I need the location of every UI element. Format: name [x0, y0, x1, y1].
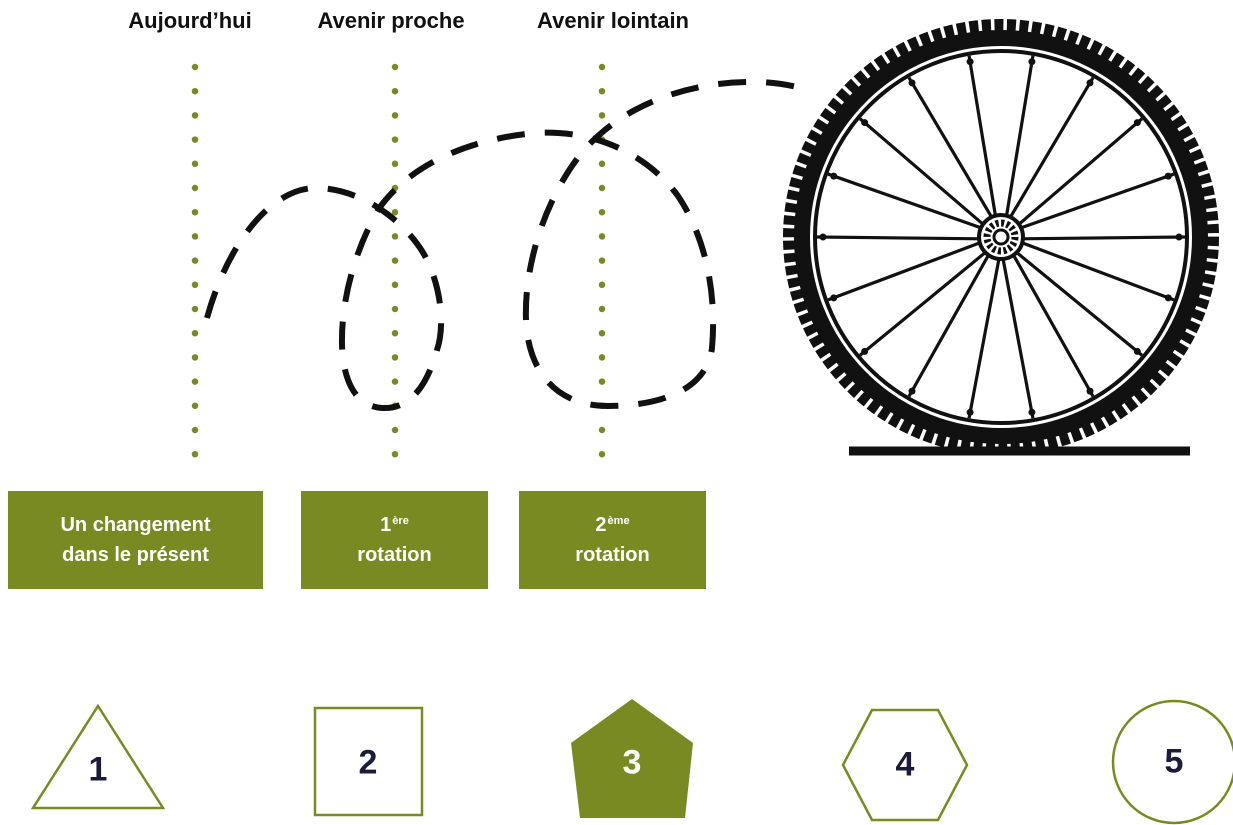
spoke-nipples	[819, 58, 1183, 416]
spoke-nipple	[830, 172, 838, 180]
hexagon-shape	[841, 708, 969, 822]
spoke-nipple	[966, 408, 974, 416]
tire	[794, 30, 1208, 444]
wheel-spoke	[967, 256, 1001, 419]
bicycle-wheel-icon	[783, 19, 1219, 456]
circle-shape	[1111, 699, 1233, 825]
wheel-spoke	[907, 76, 994, 220]
wheel-spoke	[1020, 235, 1186, 241]
spoke-nipple	[1086, 387, 1094, 395]
box-second-rotation-number: 2	[595, 514, 607, 536]
spoke-nipple	[1133, 119, 1141, 127]
spoke-nipple	[1086, 79, 1094, 87]
box-present-change: Un changement dans le présent	[8, 491, 263, 589]
spoke-nipple	[1028, 408, 1036, 416]
wheel-spoke	[1008, 76, 1095, 220]
shape-row	[30, 699, 1233, 825]
box-second-rotation: 2ème rotation	[519, 491, 706, 589]
spoke-nipple	[908, 387, 916, 395]
wheel-spoke	[1001, 256, 1035, 419]
wheel-spoke	[967, 55, 998, 218]
rotation-spiral-path	[204, 78, 809, 412]
box-present-change-line1: Un changement	[60, 514, 211, 536]
box-first-rotation-ordinal: 1ère	[380, 510, 409, 540]
box-second-rotation-ordinal: 2ème	[595, 510, 629, 540]
spoke-nipple	[1164, 294, 1172, 302]
square-shape	[313, 706, 424, 817]
spoke-nipple	[830, 294, 838, 302]
circle-number: 5	[1164, 742, 1184, 781]
box-first-rotation-number: 1	[380, 514, 392, 536]
wheel-spoke	[1016, 117, 1143, 227]
square-number: 2	[358, 743, 378, 782]
spoke-nipple	[1133, 347, 1141, 355]
rim	[813, 49, 1189, 425]
pentagon-number: 3	[622, 743, 642, 782]
pentagon-shape	[571, 699, 693, 818]
spoke-nipple	[1164, 172, 1172, 180]
timeline-guides	[191, 63, 606, 459]
triangle-shape	[30, 703, 166, 810]
box-present-change-line2: dans le présent	[62, 544, 209, 566]
wheel-spoke	[827, 172, 984, 231]
wheel-spoke	[1011, 252, 1095, 398]
spoke-nipple	[861, 347, 869, 355]
wheel-spoke	[827, 240, 983, 302]
heading-today: Aujourd’hui	[128, 8, 252, 33]
wheel-spoke	[859, 117, 986, 227]
box-first-rotation-suffix: ère	[392, 515, 409, 527]
spoke-nipple	[861, 119, 869, 127]
wheel-spoke	[1018, 172, 1175, 231]
spoke-nipple	[966, 58, 974, 66]
wheel-spoke	[1019, 240, 1175, 302]
box-second-rotation-suffix: ème	[607, 515, 630, 527]
wheel-spoke	[859, 249, 988, 357]
wheel-spoke	[907, 252, 991, 398]
spoke-nipple	[1175, 233, 1183, 241]
box-first-rotation-label: rotation	[357, 544, 432, 566]
triangle-number: 1	[88, 750, 108, 789]
heading-near-future: Avenir proche	[317, 8, 465, 33]
wheel-spoke	[816, 235, 982, 241]
spokes	[816, 55, 1186, 419]
heading-far-future: Avenir lointain	[537, 8, 689, 33]
hub-center	[992, 228, 1010, 246]
spoke-nipple	[908, 79, 916, 87]
wheel-spoke	[1014, 249, 1143, 357]
box-first-rotation: 1ère rotation	[301, 491, 488, 589]
hexagon-number: 4	[895, 745, 915, 784]
spoke-nipple	[819, 233, 827, 241]
wheel-spoke	[1004, 55, 1035, 218]
box-second-rotation-label: rotation	[575, 544, 650, 566]
hub-gear	[983, 219, 1019, 255]
tire-outer	[783, 19, 1219, 455]
spoke-nipple	[1028, 58, 1036, 66]
